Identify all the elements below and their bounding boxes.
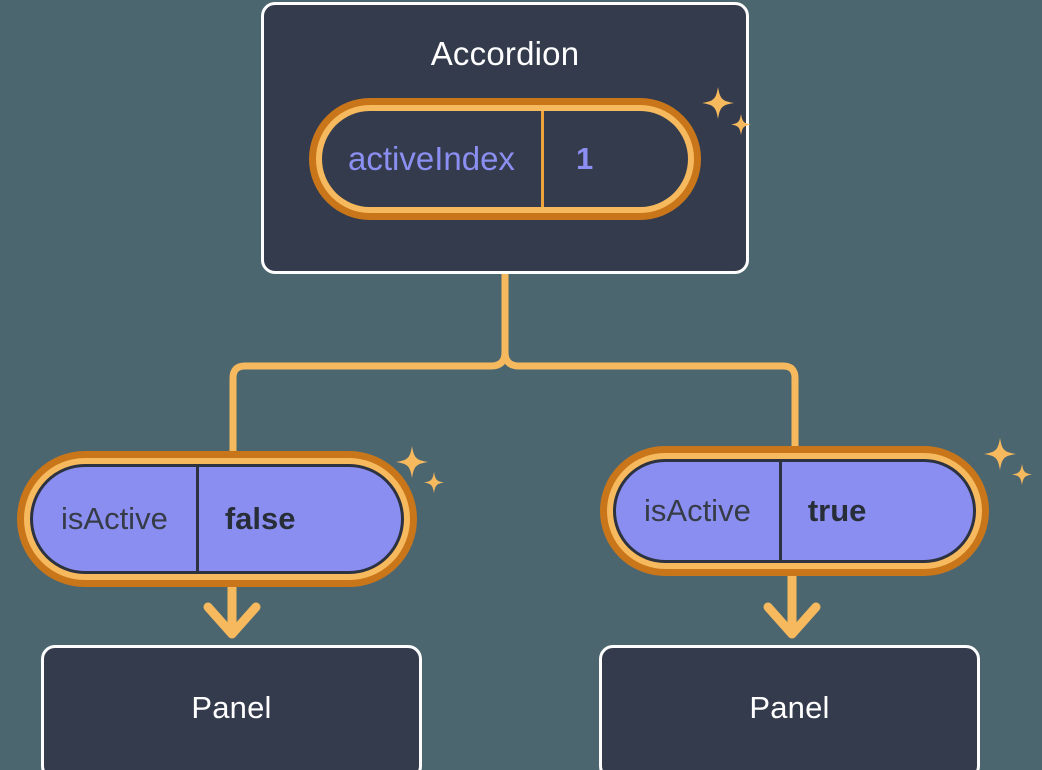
pill-body: activeIndex 1 — [309, 98, 701, 220]
panel-left[interactable]: Panel — [41, 645, 422, 770]
pill-inner: isActive true — [613, 459, 976, 563]
accordion-card-title: Accordion — [430, 35, 580, 72]
panel-left-title: Panel — [191, 690, 272, 725]
state-pill-activeindex[interactable]: activeIndex 1 — [309, 98, 701, 220]
pill-body: isActive true — [600, 446, 989, 576]
connector-trunk — [501, 270, 799, 456]
connector-branch-left — [229, 348, 509, 462]
sparkle-small-icon — [1012, 464, 1032, 485]
pill-key-activeindex: activeIndex — [348, 140, 515, 177]
pill-inner: isActive false — [30, 464, 404, 574]
pill-key-isactive-left: isActive — [61, 501, 168, 536]
prop-pill-isactive-true[interactable]: isActive true — [600, 446, 989, 576]
sparkle-small-icon — [424, 472, 444, 493]
sparkle-right-pill — [984, 438, 1032, 485]
pill-value-isactive-right: true — [778, 462, 893, 560]
pill-body: isActive false — [17, 451, 417, 587]
pill-value-isactive-left: false — [195, 467, 322, 571]
arrow-right-pill-to-panel — [763, 575, 821, 639]
panel-right-title: Panel — [749, 690, 830, 725]
pill-value-activeindex: 1 — [540, 111, 625, 207]
pill-inner: activeIndex 1 — [322, 111, 688, 207]
panel-right[interactable]: Panel — [599, 645, 980, 770]
pill-key-isactive-right: isActive — [644, 493, 751, 528]
prop-pill-isactive-false[interactable]: isActive false — [17, 451, 417, 587]
arrow-left-pill-to-panel — [203, 581, 261, 639]
